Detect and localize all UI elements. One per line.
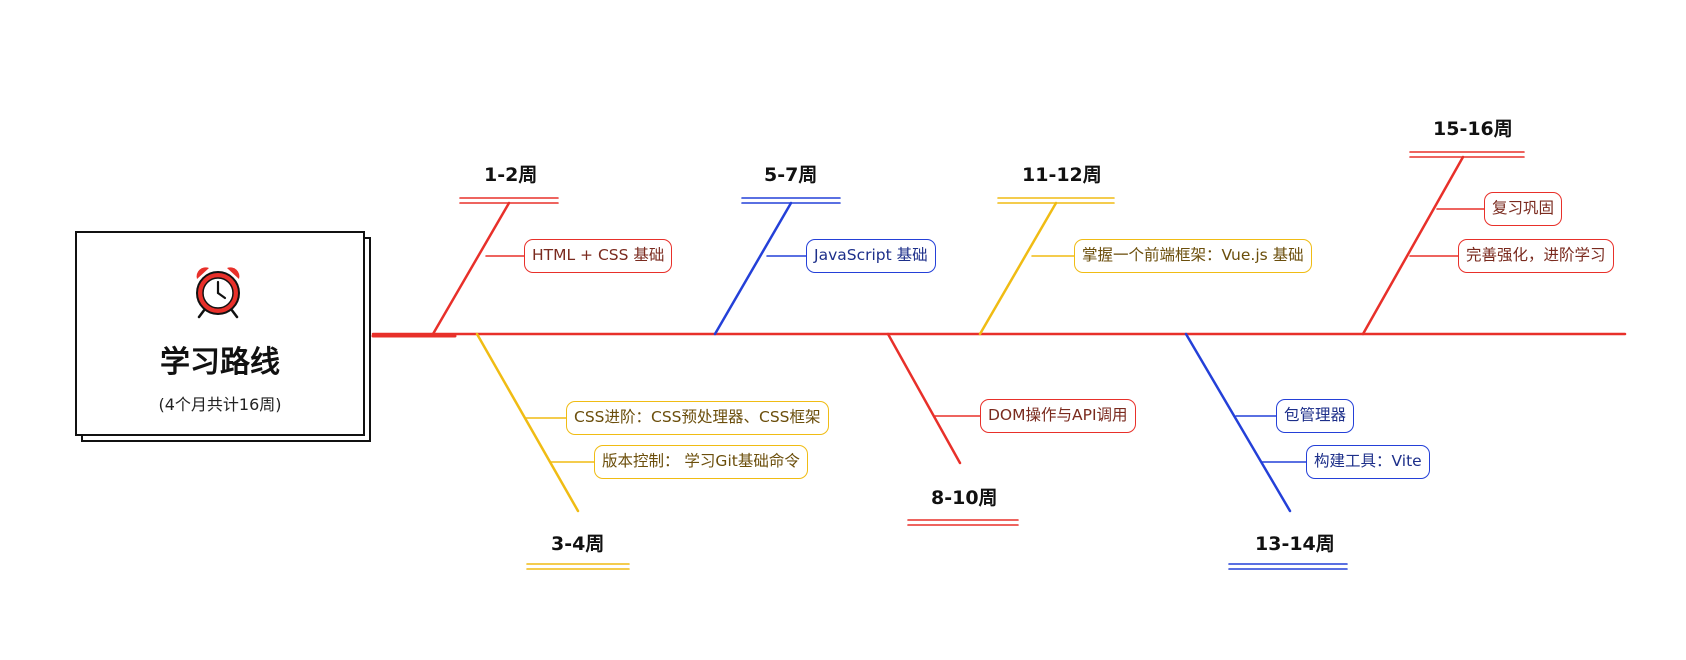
topic-package-manager: 包管理器 (1276, 399, 1355, 433)
branch-15-16 (1361, 155, 1465, 336)
week-label-15-16: 15-16周 (1433, 118, 1513, 140)
title-card-main: 学习路线 (4个月共计16周) (75, 231, 365, 436)
title-card: 学习路线 (4个月共计16周) (75, 231, 371, 442)
topic-advanced: 完善强化，进阶学习 (1458, 239, 1614, 273)
week-label-1-2: 1-2周 (484, 164, 538, 186)
alarm-clock-icon (196, 267, 240, 319)
topic-vue: 掌握一个前端框架：Vue.js 基础 (1074, 239, 1312, 273)
topic-dom-api: DOM操作与API调用 (980, 399, 1136, 433)
topic-html-css: HTML + CSS 基础 (524, 239, 673, 273)
branch-5-7 (713, 201, 793, 336)
branch-1-2 (431, 201, 511, 336)
week-label-13-14: 13-14周 (1255, 533, 1335, 555)
topic-review: 复习巩固 (1484, 192, 1563, 226)
week-label-11-12: 11-12周 (1022, 164, 1102, 186)
topic-javascript: JavaScript 基础 (806, 239, 936, 273)
page-subtitle: (4个月共计16周) (158, 395, 282, 414)
branch-8-10 (886, 332, 962, 465)
week-label-8-10: 8-10周 (931, 487, 998, 509)
branch-3-4 (475, 332, 580, 513)
topic-git: 版本控制： 学习Git基础命令 (594, 445, 808, 479)
topic-vite: 构建工具：Vite (1306, 445, 1430, 479)
branch-13-14 (1184, 332, 1292, 513)
branch-11-12 (978, 201, 1058, 336)
page-title: 学习路线 (160, 345, 280, 380)
week-label-3-4: 3-4周 (551, 533, 605, 555)
week-label-5-7: 5-7周 (764, 164, 818, 186)
topic-css-advanced: CSS进阶：CSS预处理器、CSS框架 (566, 401, 829, 435)
